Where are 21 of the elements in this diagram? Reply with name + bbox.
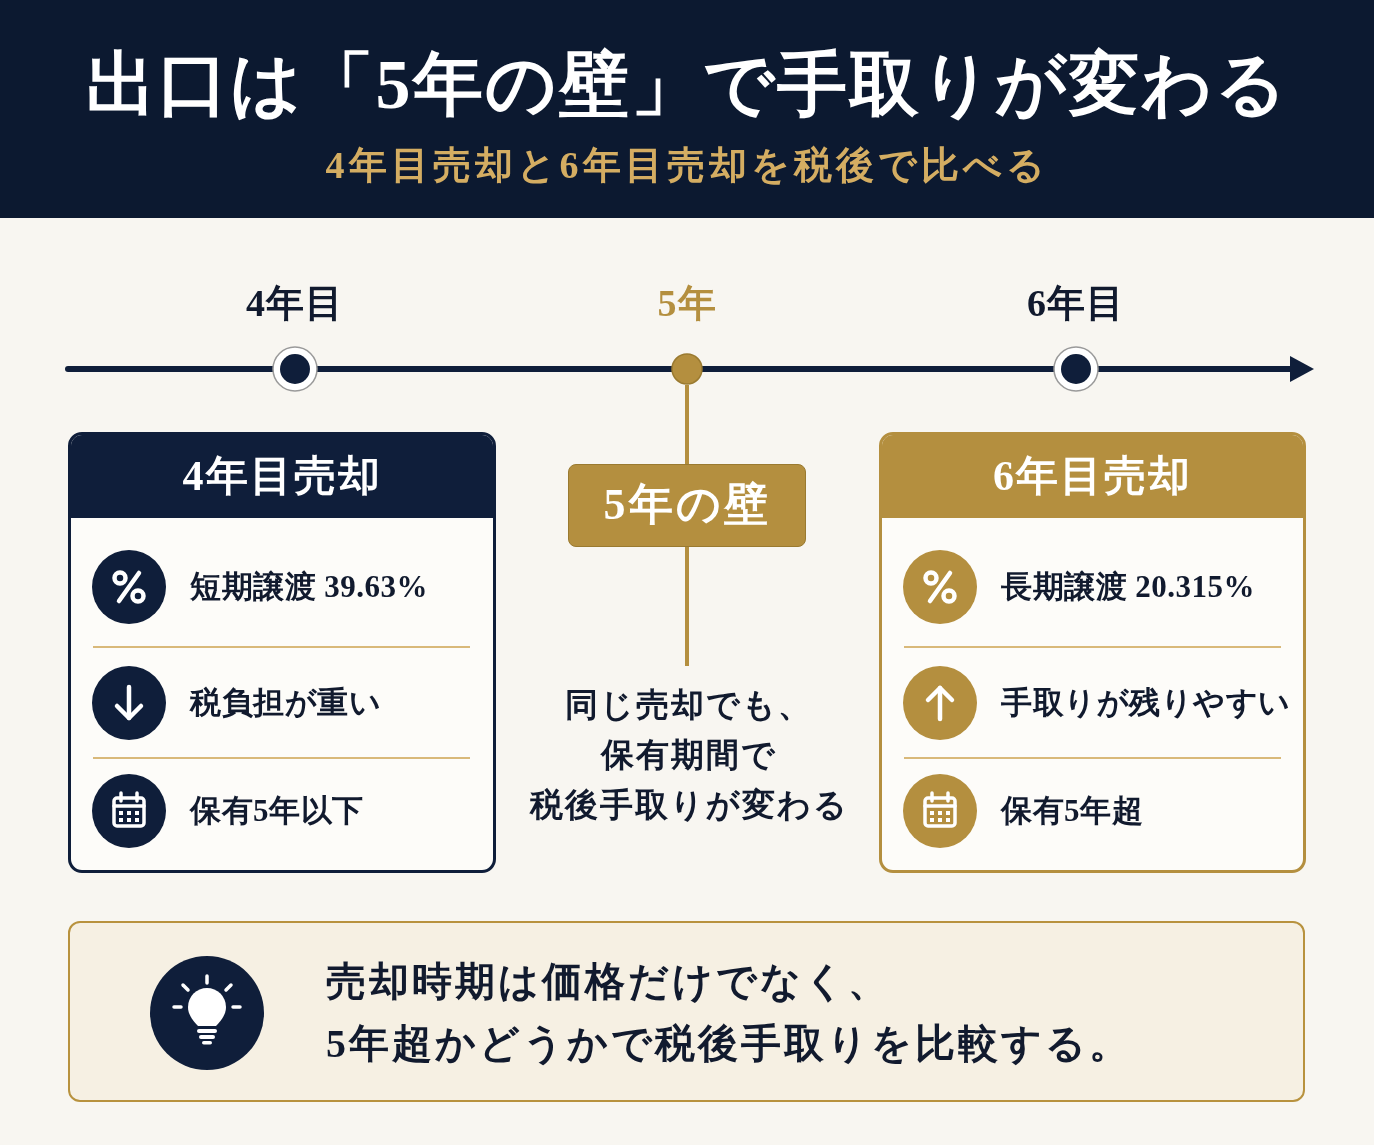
- subtitle: 4年目売却と6年目売却を税後で比べる: [325, 143, 1049, 187]
- list-item-text: 短期譲渡 39.63%: [190, 568, 428, 606]
- list-item-text: 税負担が重い: [190, 684, 381, 722]
- timeline-label: 5年: [657, 283, 717, 323]
- tag-box: 5年の壁: [568, 464, 806, 547]
- summary-box: [68, 921, 1305, 1102]
- summary-text: 売却時期は価格だけでなく、5年超かどうかで税後手取りを比較する。: [326, 958, 1132, 1068]
- list-item-text: 長期譲渡 20.315%: [1001, 568, 1255, 606]
- comparison-card: [879, 432, 1306, 873]
- timeline-label: 4年目: [246, 283, 344, 323]
- card-header: 6年目売却: [882, 435, 1303, 518]
- list-item-text: 手取りが残りやすい: [1001, 684, 1291, 722]
- list-item-text: 保有5年超: [1001, 792, 1143, 830]
- connector-line: [685, 547, 689, 666]
- title: 出口は「5年の壁」で手取りが変わる: [85, 45, 1289, 125]
- card-header: 4年目売却: [71, 435, 493, 518]
- comparison-card: [68, 432, 496, 873]
- note-text: 同じ売却でも、保有期間で税後手取りが変わる: [529, 686, 849, 825]
- connector-line: [685, 385, 689, 464]
- timeline-label: 6年目: [1027, 283, 1125, 323]
- list-item-text: 保有5年以下: [190, 792, 364, 830]
